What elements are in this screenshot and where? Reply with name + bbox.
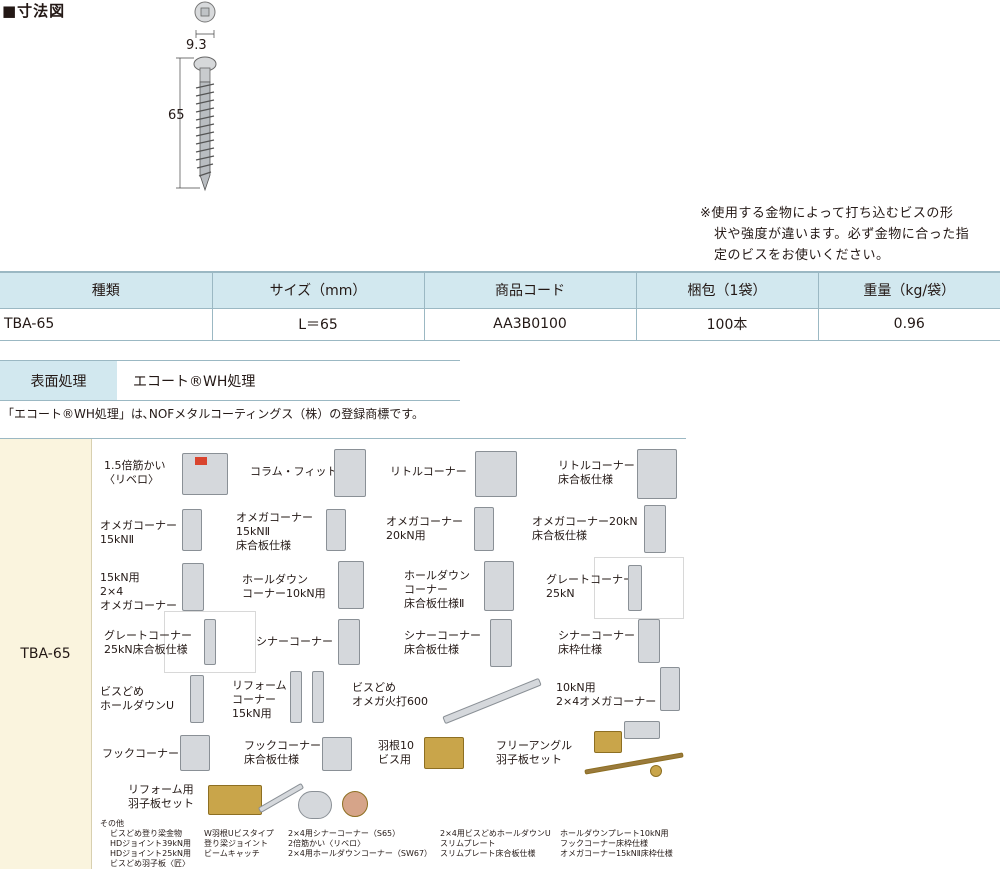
hardware-image [312, 671, 324, 723]
hardware-label: オメガコーナー20kN 床合板仕様 [532, 515, 638, 542]
hardware-label: ビスどめ ホールダウンU [100, 685, 175, 712]
hardware-image [475, 451, 517, 497]
note-line-1: ※使用する金物によって打ち込むビスの形 [700, 206, 954, 221]
header-size: サイズ（mm） [211, 271, 424, 309]
screw-dimension-drawing [176, 1, 217, 192]
hardware-image [637, 449, 677, 499]
misc-column: ホールダウンプレート10kN用 フックコーナー床枠仕様 オメガコーナー15kNⅡ… [560, 829, 673, 858]
cell-size: L＝65 [211, 308, 424, 341]
hardware-image [290, 671, 302, 723]
hardware-label: ホールダウン コーナー 床合板仕様Ⅱ [404, 569, 470, 610]
spec-header-row: 種類 サイズ（mm） 商品コード 梱包（1袋） 重量（kg/袋） [0, 271, 1000, 309]
hardware-label: フックコーナー [102, 747, 179, 760]
hardware-image [594, 731, 622, 753]
misc-column: ビスどめ登り梁金物 HDジョイント39kN用 HDジョイント25kN用 ビスどめ… [110, 829, 191, 868]
hardware-label: リフォーム用 羽子板セット [128, 783, 194, 810]
hardware-image [204, 619, 216, 665]
hardware-image [257, 782, 305, 814]
hardware-image-frame [594, 557, 684, 619]
hardware-image [182, 563, 204, 611]
misc-column: 2×4用ビスどめホールダウンU スリムプレート スリムプレート床合板仕様 [440, 829, 551, 858]
compatible-hardware-panel: TBA-65 1.5倍筋かい 〈リベロ〉 コラム・フィット リトルコーナー リト… [0, 438, 686, 869]
header-code: 商品コード [423, 271, 636, 309]
misc-column: W羽根Uビスタイプ 登り梁ジョイント ビームキャッチ [204, 829, 274, 858]
hardware-image [190, 675, 204, 723]
hardware-image [650, 765, 662, 777]
hardware-label: ビスどめ オメガ火打600 [352, 681, 428, 708]
hardware-image [584, 752, 684, 775]
section-title: ■寸法図 [2, 2, 66, 20]
spec-row: TBA-65 L＝65 AA3B0100 100本 0.96 [0, 308, 1000, 341]
cell-type: TBA-65 [0, 308, 212, 341]
hardware-label: シナーコーナー 床枠仕様 [558, 629, 635, 656]
spec-table: 種類 サイズ（mm） 商品コード 梱包（1袋） 重量（kg/袋） TBA-65 … [0, 271, 1000, 341]
hardware-label: オメガコーナー 20kN用 [386, 515, 463, 542]
hardware-image [338, 619, 360, 665]
hardware-image [644, 505, 666, 553]
hardware-label: 羽根10 ビス用 [378, 739, 414, 766]
note-line-2: 状や強度が違います。必ず金物に合った指 [714, 227, 970, 242]
hardware-image [442, 677, 542, 725]
hardware-image [624, 721, 660, 739]
length-label: 65 [168, 108, 185, 123]
hardware-label: コラム・フィット [250, 465, 338, 478]
usage-note: ※使用する金物によって打ち込むビスの形 状や強度が違います。必ず金物に合った指 … [700, 203, 996, 266]
surface-treatment-label: 表面処理 [0, 361, 117, 400]
header-weight: 重量（kg/袋） [817, 271, 1000, 309]
hardware-image [474, 507, 494, 551]
hardware-label: リフォーム コーナー 15kN用 [232, 679, 287, 720]
hardware-label: オメガコーナー 15kNⅡ 床合板仕様 [236, 511, 313, 552]
hardware-image [298, 791, 332, 819]
hardware-label: シナーコーナー [256, 635, 333, 648]
header-type: 種類 [0, 271, 212, 309]
hardware-image [490, 619, 512, 667]
compatible-model-label: TBA-65 [0, 439, 92, 869]
hardware-label: グレートコーナー 25kN床合板仕様 [104, 629, 192, 656]
hardware-label: オメガコーナー 15kNⅡ [100, 519, 177, 546]
hardware-label: リトルコーナー [390, 465, 467, 478]
misc-label: その他 [100, 819, 124, 828]
hardware-mark [195, 457, 207, 465]
hardware-label: リトルコーナー 床合板仕様 [558, 459, 635, 486]
cell-package: 100本 [635, 308, 818, 341]
hardware-label: 1.5倍筋かい 〈リベロ〉 [104, 459, 166, 486]
hardware-label: 15kN用 2×4 オメガコーナー [100, 571, 177, 612]
hardware-image [638, 619, 660, 663]
hardware-label: フリーアングル 羽子板セット [496, 739, 573, 766]
hardware-label: フックコーナー 床合板仕様 [244, 739, 321, 766]
hardware-image [338, 561, 364, 609]
hardware-image [326, 509, 346, 551]
hardware-label: グレートコーナー 25kN [546, 573, 634, 600]
hardware-label: シナーコーナー 床合板仕様 [404, 629, 481, 656]
hardware-image [660, 667, 680, 711]
misc-column: 2×4用シナーコーナー（S65） 2倍筋かい〈リベロ〉 2×4用ホールダウンコー… [288, 829, 433, 858]
hardware-image [484, 561, 514, 611]
cell-weight: 0.96 [817, 308, 1000, 341]
hardware-image [342, 791, 368, 817]
hardware-label: 10kN用 2×4オメガコーナー [556, 681, 657, 708]
hardware-image [180, 735, 210, 771]
cell-code: AA3B0100 [423, 308, 636, 341]
head-diameter-label: 9.3 [186, 38, 207, 53]
header-package: 梱包（1袋） [635, 271, 818, 309]
note-line-3: 定のビスをお使いください。 [714, 248, 890, 263]
hardware-image [322, 737, 352, 771]
hardware-image [182, 509, 202, 551]
hardware-image [628, 565, 642, 611]
hardware-image [334, 449, 366, 497]
hardware-image [208, 785, 262, 815]
hardware-image-frame [164, 611, 256, 673]
trademark-note: 「エコート®WH処理」は､NOFメタルコーティングス（株）の登録商標です。 [2, 407, 425, 421]
hardware-image [424, 737, 464, 769]
surface-treatment-value: エコート®WH処理 [133, 373, 256, 390]
hardware-label: ホールダウン コーナー10kN用 [242, 573, 326, 600]
surface-treatment-row: 表面処理 エコート®WH処理 [0, 360, 460, 401]
